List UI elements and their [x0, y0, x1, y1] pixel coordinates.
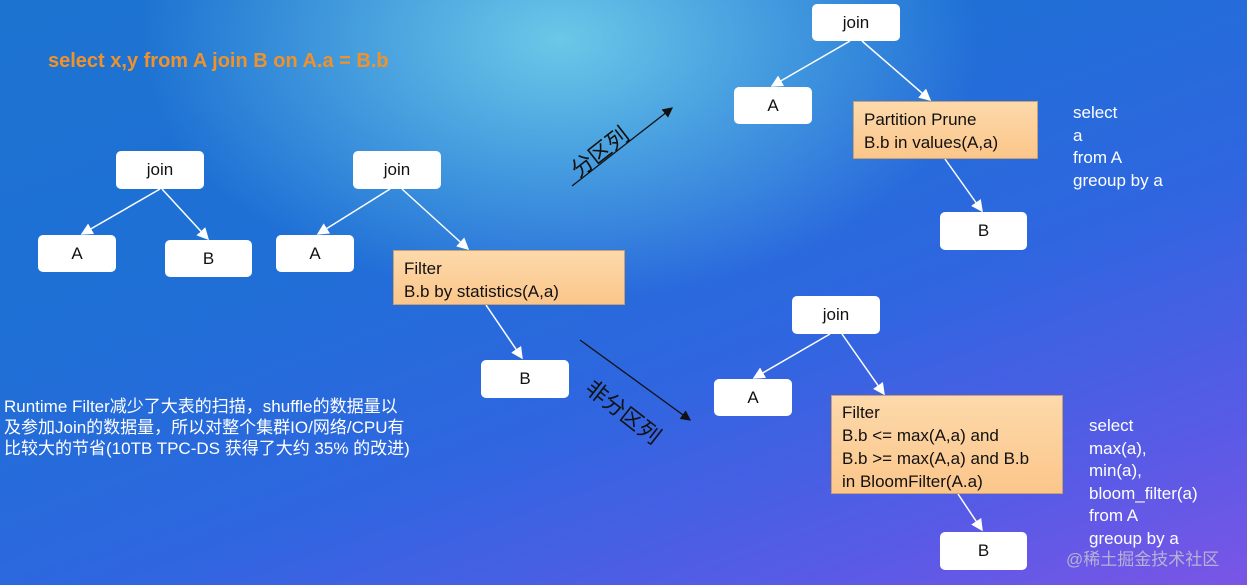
- filter-line: B.b in values(A,a): [864, 133, 999, 152]
- edge: [80, 188, 161, 235]
- filter-line: in BloomFilter(A.a): [842, 472, 983, 491]
- edge: [861, 40, 932, 101]
- sql-line: select: [1073, 103, 1118, 122]
- tree1-b: B: [165, 240, 252, 277]
- sql-line: greoup by a: [1073, 170, 1163, 190]
- sql-line: from A: [1073, 148, 1123, 167]
- edge: [770, 40, 851, 87]
- sql-line: select: [1089, 416, 1134, 435]
- tree3-join: join: [812, 4, 900, 41]
- tree2-b: B: [481, 360, 569, 398]
- filter-line: B.b <= max(A,a) and: [842, 426, 999, 445]
- sql-line: from A: [1089, 506, 1139, 525]
- edge: [752, 333, 831, 379]
- edge: [957, 493, 983, 532]
- filter-line: Partition Prune: [864, 110, 977, 129]
- edge: [485, 304, 523, 360]
- tree1-a: A: [38, 235, 116, 272]
- filter-line: B.b by statistics(A,a): [404, 282, 559, 301]
- tree3-b: B: [940, 212, 1027, 250]
- tree1-join: join: [116, 151, 204, 189]
- partition-arrow: [571, 107, 674, 187]
- tree4-join: join: [792, 296, 880, 334]
- edge: [841, 333, 885, 396]
- note-line: 比较大的节省(10TB TPC-DS 获得了大约 35% 的改进): [4, 439, 410, 458]
- summary-note: Runtime Filter减少了大表的扫描，shuffle的数据量以及参加Jo…: [4, 396, 410, 459]
- edge: [944, 158, 983, 213]
- tree2-join: join: [353, 151, 441, 189]
- sql-line: min(a),: [1089, 461, 1142, 480]
- sql2: select max(a), min(a), bloom_filter(a)from…: [1089, 415, 1198, 550]
- edge: [316, 188, 391, 235]
- watermark: @稀土掘金技术社区: [1066, 550, 1220, 569]
- sql1: select a from A greoup by a: [1073, 102, 1163, 192]
- tree4-a: A: [714, 379, 792, 416]
- tree3-a: A: [734, 87, 812, 124]
- sql-line: a: [1073, 125, 1083, 145]
- note-line: 及参加Join的数据量，所以对整个集群IO/网络/CPU有: [4, 418, 405, 437]
- filter-line: Filter: [404, 259, 442, 278]
- edge: [401, 188, 470, 251]
- note-line: Runtime Filter减少了大表的扫描，shuffle的数据量以: [4, 397, 398, 416]
- tree4-b: B: [940, 532, 1027, 570]
- tree2-a: A: [276, 235, 354, 272]
- edge: [161, 188, 210, 241]
- sql-line: greoup by a: [1089, 528, 1179, 548]
- sql-line: bloom_filter(a): [1089, 483, 1198, 503]
- filter-line: B.b >= max(A,a) and B.b: [842, 449, 1030, 468]
- non-partition-arrow: [579, 339, 692, 421]
- filter-line: Filter: [842, 403, 880, 422]
- sql-line: max(a),: [1089, 438, 1147, 458]
- query-title: select x,y from A join B on A.a = B.b: [48, 50, 389, 72]
